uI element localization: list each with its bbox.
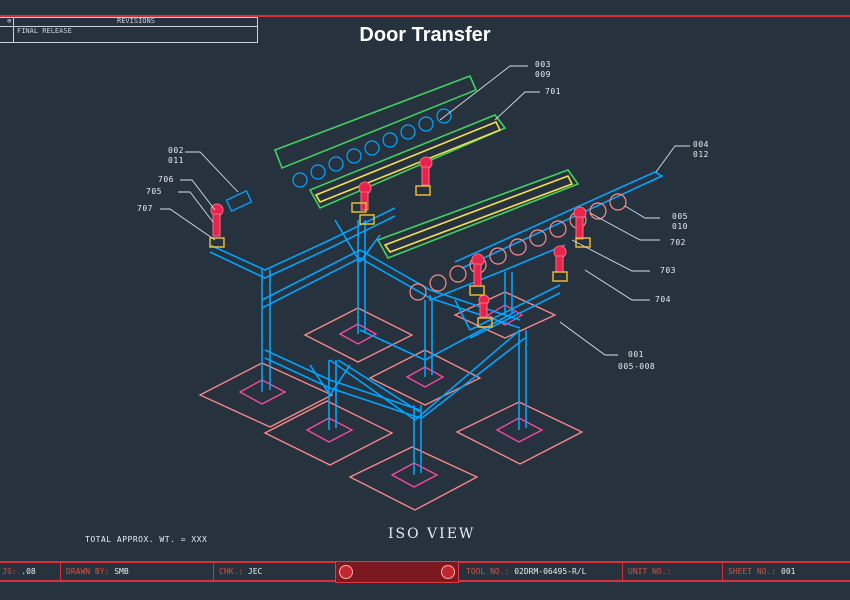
revision-row-text: FINAL RELEASE [17,27,72,35]
weight-label: TOTAL APPROX. WT. = XXX [85,535,208,544]
callout-001: 001 [628,350,644,359]
callout-703: 703 [660,266,676,275]
rollers-lower [409,193,627,301]
clamps [210,156,587,318]
logo-emblem-left [339,565,353,579]
callout-706: 706 [158,175,174,184]
sheet-number-value: 001 [781,567,796,576]
base-plate [368,349,482,406]
scale-field: JS: .08 [2,563,36,580]
conveyor-upper [273,74,507,210]
revision-symbol: ⊕ [7,17,12,25]
base-plate [455,401,584,465]
base-plate [263,400,394,466]
tool-number-label: TOOL NO.: [466,567,510,576]
base-pads [238,304,544,488]
revision-divider [0,26,257,27]
callout-705: 705 [146,187,162,196]
leader-lines [160,65,690,356]
cylinder [225,190,253,212]
rollers-upper [292,108,452,188]
unit-number-label: UNIT NO.: [628,567,672,576]
revision-block: ⊕ REVISIONS FINAL RELEASE [0,17,258,43]
callout-010: 010 [672,222,688,231]
view-label: ISO VIEW [388,526,476,542]
revision-col-divider [13,18,14,42]
callout-701: 701 [545,87,561,96]
tool-number-value: 02DRM-06495-R/L [514,567,587,576]
drawn-by-field: DRAWN BY: SMB [66,563,129,580]
tool-number-field: TOOL NO.: 02DRM-06495-R/L [466,563,586,580]
revision-header: REVISIONS [117,17,155,25]
callout-005: 005 [672,212,688,221]
callout-707: 707 [137,204,153,213]
callout-003: 003 [535,60,551,69]
callout-704: 704 [655,295,671,304]
callout-012: 012 [693,150,709,159]
callout-009: 009 [535,70,551,79]
sheet-number-label: SHEET NO.: [728,567,777,576]
base-plate [348,446,479,511]
sheet-number-field: SHEET NO.: 001 [728,563,795,580]
callout-002: 002 [168,146,184,155]
scale-value: .08 [21,567,36,576]
checked-value: JEC [247,567,263,576]
logo-emblem-right [441,565,455,579]
drawn-by-value: SMB [114,567,129,576]
conveyor-lower [376,169,580,259]
company-logo [335,561,459,583]
callout-011: 011 [168,156,184,165]
page-title: Door Transfer [359,24,491,46]
top-border-line [0,15,850,17]
base-plate [198,362,334,428]
unit-number-field: UNIT NO.: [628,563,671,580]
base-plates [198,291,584,511]
callout-005-008: 005-008 [618,362,656,371]
scale-label: JS: [2,567,17,576]
base-plate [303,307,414,363]
callout-702: 702 [670,238,686,247]
callout-004: 004 [693,140,709,149]
checked-label: CHK.: [219,567,244,576]
brackets [209,185,591,328]
drawn-by-label: DRAWN BY: [66,567,110,576]
checked-field: CHK.: JEC [219,563,262,580]
